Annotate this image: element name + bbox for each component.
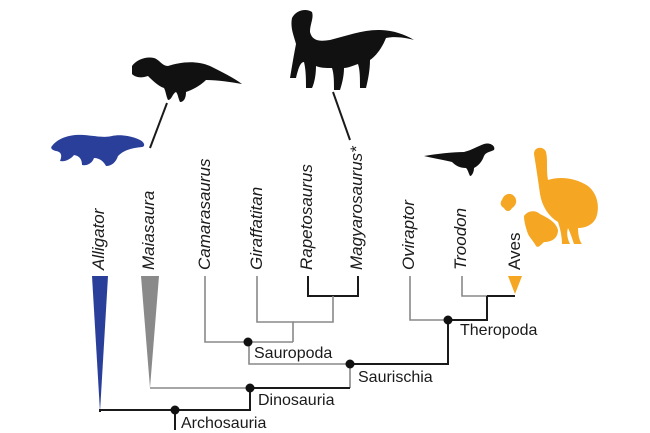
node-saurischia: [345, 359, 355, 369]
taxon-label-aves: Aves: [505, 233, 524, 271]
clade-label-saurischia: Saurischia: [358, 369, 433, 386]
node-archosauria: [170, 405, 180, 415]
branch-camarasaurus: [204, 276, 293, 343]
branch-rapetosaurus-magyarosaurus: [307, 276, 359, 297]
branch-paraves: [448, 296, 488, 321]
maiasaura-pointer-line: [149, 102, 168, 149]
clade-label-archosauria: Archosauria: [181, 415, 266, 432]
aves-lineage-wedge: [508, 276, 522, 294]
branch-oviraptor: [409, 276, 448, 321]
node-dinosauria: [245, 383, 255, 393]
clade-label-sauropoda: Sauropoda: [254, 345, 332, 362]
taxon-label-oviraptor: Oviraptor: [399, 199, 418, 270]
clade-label-theropoda: Theropoda: [460, 322, 537, 339]
node-theropoda: [443, 315, 453, 325]
branch-sauropoda: [248, 342, 350, 365]
alligator-silhouette-icon: [51, 134, 145, 166]
chick-silhouette-icon: [500, 193, 517, 211]
hen-silhouette-icon: [524, 211, 558, 247]
emu-silhouette-icon: [534, 147, 598, 244]
taxon-label-rapetosaurus: Rapetosaurus: [297, 164, 316, 270]
magyarosaurus-pointer-line: [332, 91, 351, 141]
taxon-label-maiasaura: Maiasaura: [139, 191, 158, 270]
troodon-silhouette-icon: [424, 143, 495, 176]
taxon-label-giraffatitan: Giraffatitan: [247, 187, 266, 270]
taxon-label-alligator: Alligator: [89, 207, 108, 271]
branch-giraffatitan: [256, 276, 294, 342]
taxon-label-troodon: Troodon: [451, 208, 470, 270]
clade-label-dinosauria: Dinosauria: [258, 392, 335, 409]
taxon-label-camarasaurus: Camarasaurus: [195, 158, 214, 270]
node-sauropoda: [243, 337, 253, 347]
maiasaura-silhouette-icon: [132, 57, 242, 102]
branch-theropoda: [350, 320, 449, 365]
sauropod-silhouette-icon: [290, 10, 414, 90]
maiasaura-lineage-wedge: [141, 276, 159, 388]
branch-titanosaur-join: [293, 296, 334, 323]
alligator-lineage-wedge: [92, 276, 108, 412]
taxon-label-magyarosaurus: Magyarosaurus*: [347, 145, 366, 270]
branch-troodon: [461, 276, 487, 297]
